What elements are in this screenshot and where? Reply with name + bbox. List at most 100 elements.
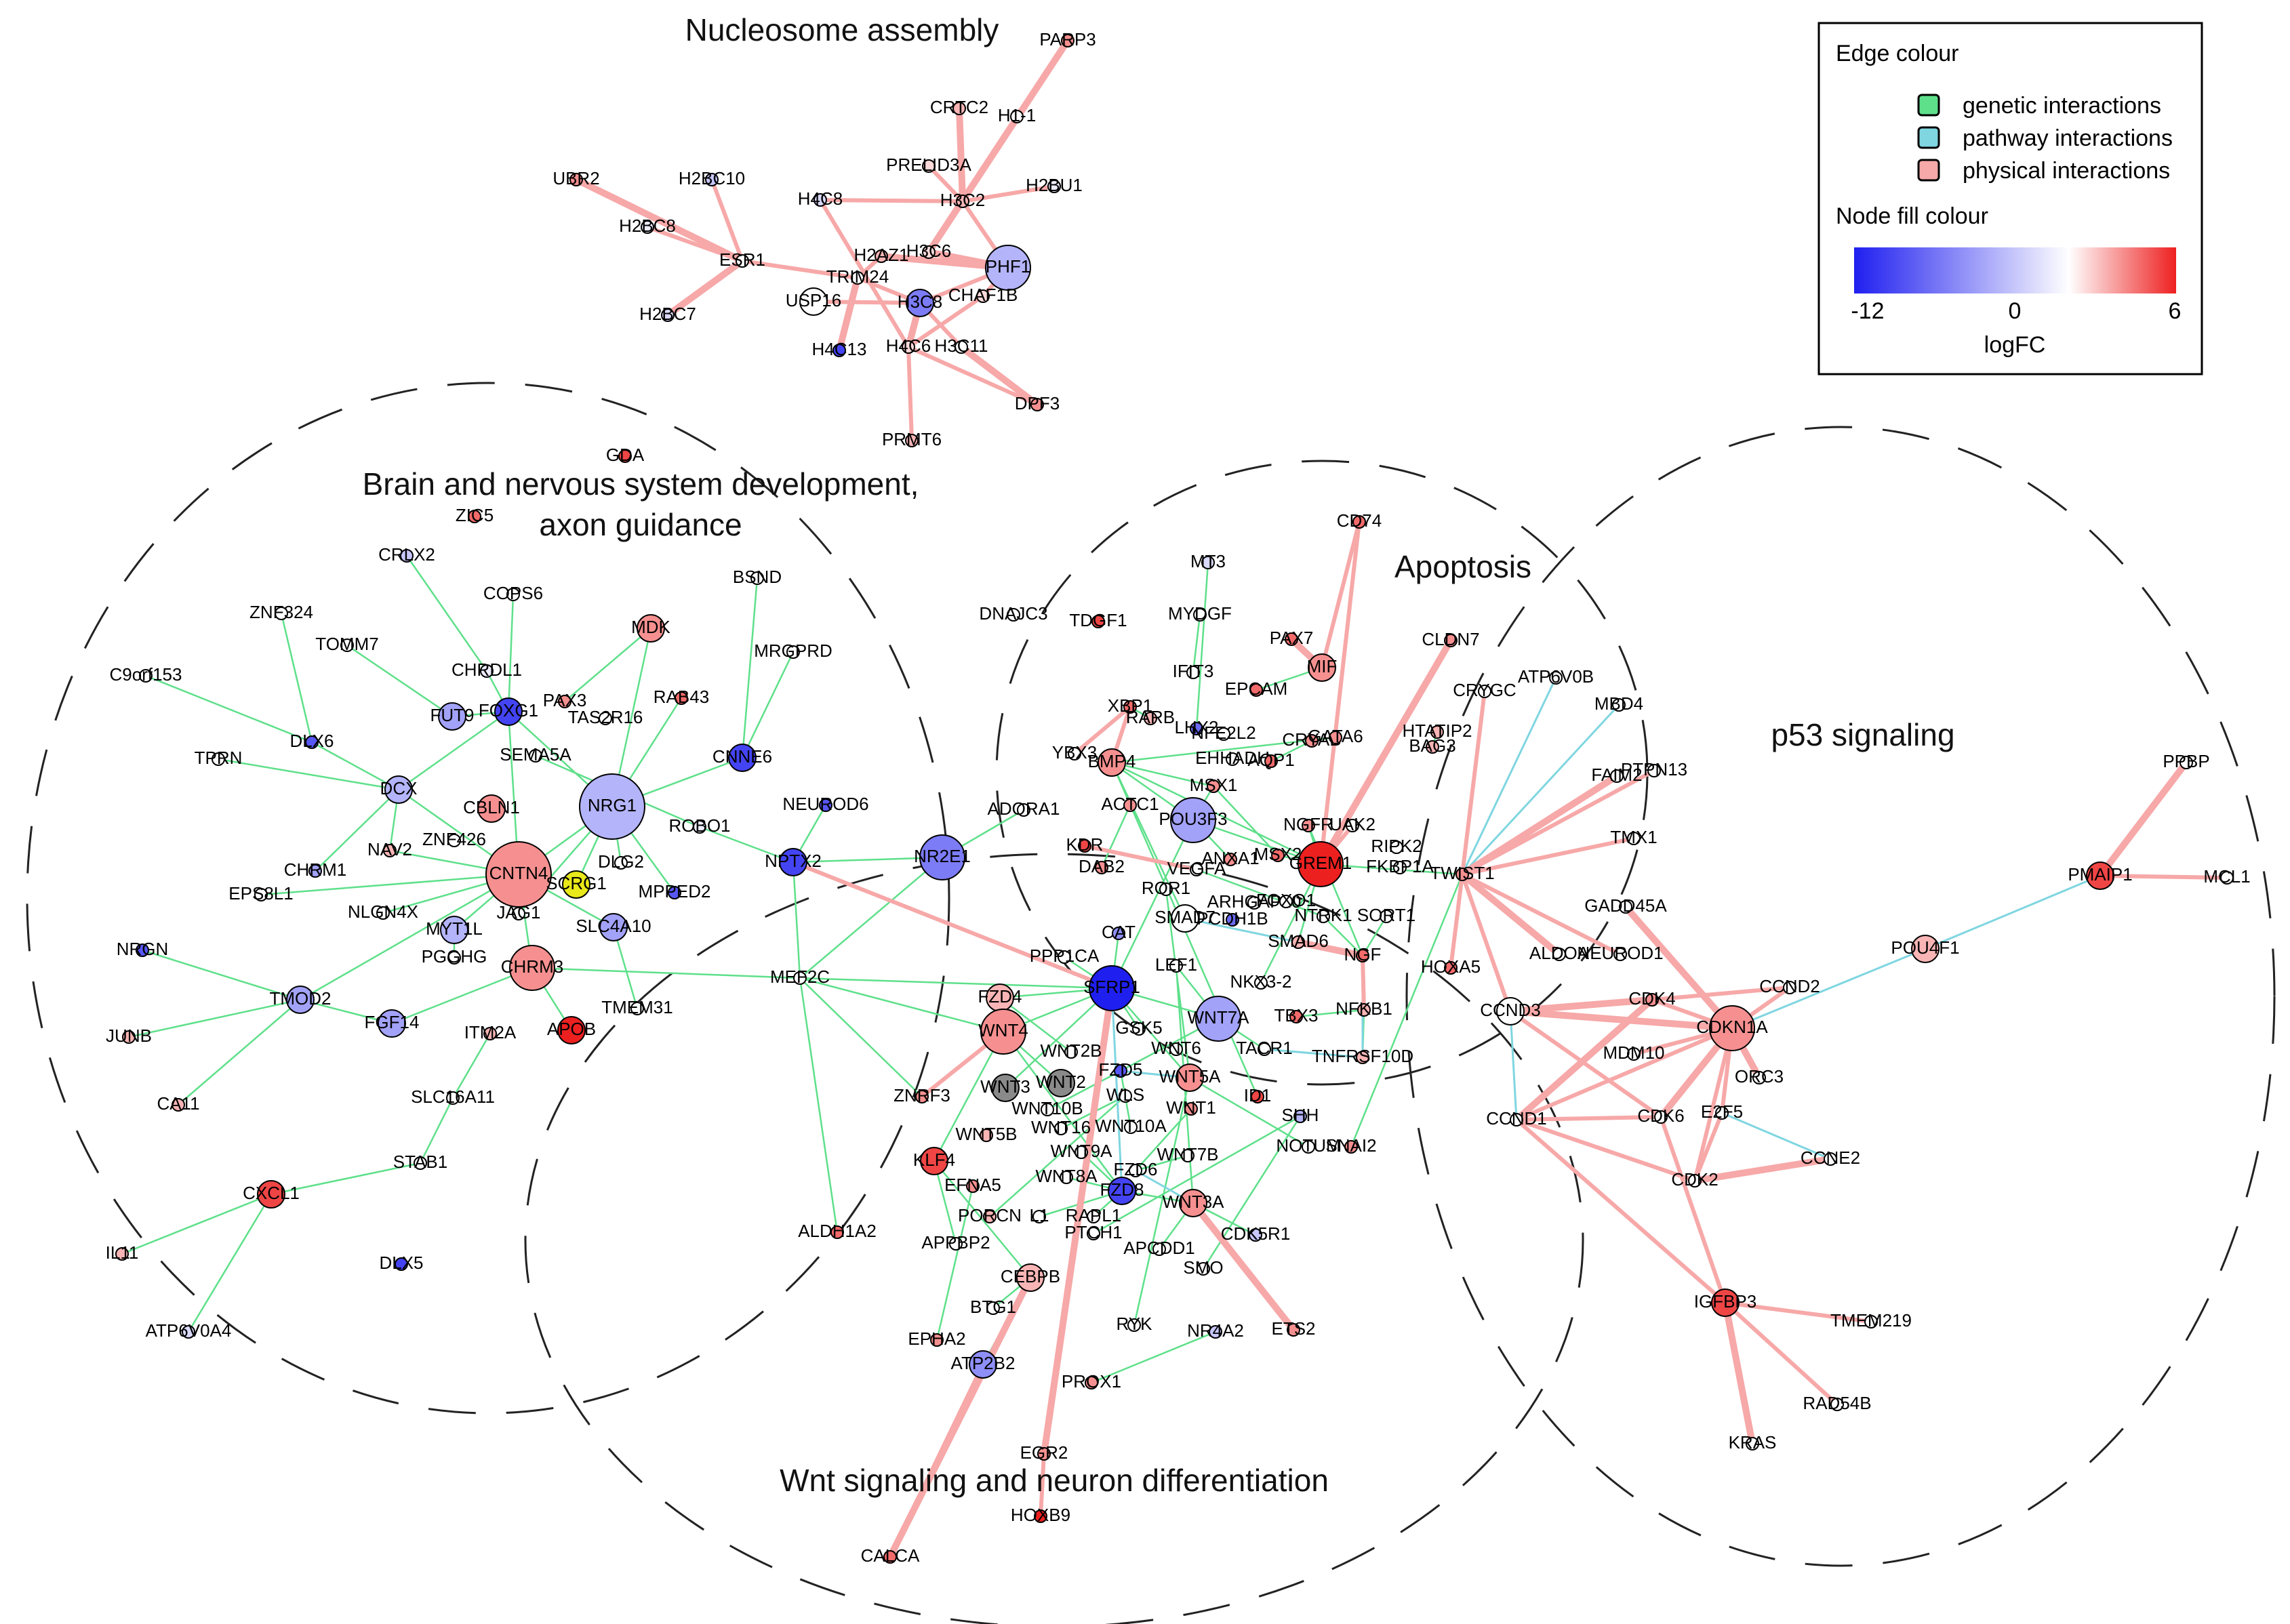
node-circle[interactable]: [693, 820, 706, 834]
node-circle[interactable]: [919, 834, 965, 880]
node-circle[interactable]: [468, 510, 481, 523]
node-circle[interactable]: [1119, 1089, 1132, 1103]
node-circle[interactable]: [115, 1247, 129, 1261]
gene-node-sfrp1[interactable]: SFRP1: [1083, 965, 1140, 1011]
gene-node-chrdl1[interactable]: CHRDL1: [451, 659, 522, 680]
gene-node-h2bc8[interactable]: H2BC8: [619, 216, 676, 236]
gene-node-ccne2[interactable]: CCNE2: [1801, 1148, 1860, 1168]
gene-node-lef1[interactable]: LEF1: [1155, 954, 1197, 975]
node-circle[interactable]: [1201, 556, 1215, 569]
node-circle[interactable]: [1037, 1447, 1051, 1461]
node-circle[interactable]: [1357, 1003, 1371, 1017]
gene-node-cebpb[interactable]: CEBPB: [1001, 1263, 1060, 1292]
node-circle[interactable]: [668, 886, 681, 899]
node-circle[interactable]: [1169, 959, 1183, 973]
gene-node-mbd4[interactable]: MBD4: [1594, 693, 1643, 714]
gene-node-cnne6[interactable]: CNNE6: [712, 744, 772, 772]
gene-node-wnt10b[interactable]: WNT10B: [1011, 1098, 1083, 1118]
node-circle[interactable]: [557, 1016, 586, 1044]
gene-node-neurod6[interactable]: NEUROD6: [782, 794, 868, 814]
gene-node-h2bu1[interactable]: H2BU1: [1026, 175, 1083, 195]
gene-node-cdkn1a[interactable]: CDKN1A: [1696, 1005, 1768, 1051]
node-circle[interactable]: [1627, 832, 1641, 845]
node-circle[interactable]: [1390, 840, 1403, 854]
gene-node-wnt8a[interactable]: WNT8A: [1036, 1166, 1098, 1186]
gene-node-ybx3[interactable]: YBX3: [1052, 742, 1098, 763]
node-circle[interactable]: [930, 1333, 944, 1347]
gene-node-uak2[interactable]: UAK2: [1329, 814, 1375, 834]
gene-node-fzd4[interactable]: FZD4: [978, 983, 1022, 1012]
gene-node-tmem219[interactable]: TMEM219: [1830, 1310, 1912, 1331]
gene-node-nr4a2[interactable]: NR4A2: [1187, 1320, 1244, 1341]
node-circle[interactable]: [1209, 1325, 1222, 1339]
node-circle[interactable]: [1647, 764, 1661, 777]
gene-node-rapl1[interactable]: RAPL1: [1066, 1205, 1121, 1225]
gene-node-phf1[interactable]: PHF1: [985, 245, 1031, 291]
node-circle[interactable]: [1302, 819, 1315, 832]
node-circle[interactable]: [906, 289, 934, 317]
node-circle[interactable]: [1010, 110, 1024, 123]
node-circle[interactable]: [983, 1210, 997, 1223]
node-circle[interactable]: [1061, 34, 1074, 47]
gene-node-ptpn13[interactable]: PTPN13: [1621, 759, 1687, 779]
gene-node-robo1[interactable]: ROBO1: [668, 815, 730, 836]
gene-node-orc3[interactable]: ORC3: [1735, 1066, 1784, 1087]
node-circle[interactable]: [1830, 1398, 1844, 1411]
gene-node-mcl1[interactable]: MCL1: [2203, 866, 2250, 887]
gene-node-ror1[interactable]: ROR1: [1142, 878, 1190, 898]
gene-node-smo[interactable]: SMO: [1183, 1257, 1223, 1278]
gene-node-nr2e1[interactable]: NR2E1: [914, 834, 971, 880]
gene-node-rarb[interactable]: RARB: [1126, 707, 1175, 727]
gene-node-smad7[interactable]: SMAD7: [1154, 904, 1216, 933]
gene-node-slc4a10[interactable]: SLC4A10: [576, 913, 651, 941]
node-circle[interactable]: [1864, 1315, 1878, 1328]
node-circle[interactable]: [1285, 632, 1298, 646]
gene-node-ehhadh[interactable]: EHHADH: [1195, 748, 1270, 768]
gene-node-htatip2[interactable]: HTATIP2: [1402, 720, 1472, 741]
gene-node-tdgf1[interactable]: TDGF1: [1069, 610, 1127, 630]
gene-node-fkbp1a[interactable]: FKBP1A: [1366, 856, 1434, 876]
node-circle[interactable]: [1058, 950, 1071, 964]
gene-node-appbp2[interactable]: APPBP2: [921, 1232, 990, 1253]
gene-node-adora1[interactable]: ADORA1: [988, 798, 1060, 819]
gene-node-mydgf[interactable]: MYDGF: [1168, 603, 1232, 624]
node-circle[interactable]: [1824, 1152, 1837, 1166]
gene-node-nav2[interactable]: NAV2: [367, 839, 412, 859]
gene-node-nlgn4x[interactable]: NLGN4X: [348, 901, 418, 922]
node-circle[interactable]: [446, 1091, 460, 1105]
node-circle[interactable]: [122, 1030, 136, 1044]
gene-node-chrm3[interactable]: CHRM3: [501, 945, 563, 991]
node-circle[interactable]: [506, 588, 520, 601]
node-circle[interactable]: [1064, 1045, 1078, 1059]
node-circle[interactable]: [819, 798, 832, 812]
gene-node-rab43[interactable]: RAB43: [654, 687, 709, 707]
gene-node-h4c13[interactable]: H4C13: [812, 339, 867, 359]
gene-node-epha2[interactable]: EPHA2: [908, 1328, 965, 1349]
gene-node-ccnd2[interactable]: CCND2: [1759, 976, 1820, 996]
node-circle[interactable]: [922, 245, 936, 259]
node-circle[interactable]: [1098, 748, 1126, 777]
gene-node-crlx2[interactable]: CRLX2: [378, 544, 435, 565]
gene-node-mt3[interactable]: MT3: [1190, 551, 1226, 571]
gene-node-tmem31[interactable]: TMEM31: [601, 997, 672, 1017]
gene-node-wnt7b[interactable]: WNT7B: [1157, 1144, 1219, 1164]
node-circle[interactable]: [1123, 700, 1137, 714]
node-circle[interactable]: [902, 340, 915, 354]
gene-node-ppbp[interactable]: PPBP: [2163, 751, 2209, 771]
node-circle[interactable]: [378, 1009, 406, 1038]
node-circle[interactable]: [1087, 1210, 1100, 1223]
node-circle[interactable]: [630, 1002, 644, 1015]
node-circle[interactable]: [1132, 1022, 1146, 1036]
gene-node-wnt5b[interactable]: WNT5B: [956, 1124, 1018, 1144]
node-circle[interactable]: [1047, 1069, 1075, 1097]
gene-node-prmt6[interactable]: PRMT6: [882, 429, 942, 449]
gene-node-fut9[interactable]: FUT9: [430, 702, 475, 731]
node-circle[interactable]: [1114, 1064, 1127, 1078]
node-circle[interactable]: [966, 1179, 980, 1193]
node-circle[interactable]: [1078, 839, 1091, 853]
node-circle[interactable]: [1688, 1174, 1702, 1187]
gene-node-pgghg[interactable]: PGGHG: [422, 946, 487, 967]
gene-node-pou4f1[interactable]: POU4F1: [1891, 935, 1960, 963]
gene-node-ccnd1[interactable]: CCND1: [1486, 1108, 1547, 1129]
node-circle[interactable]: [1610, 769, 1624, 783]
